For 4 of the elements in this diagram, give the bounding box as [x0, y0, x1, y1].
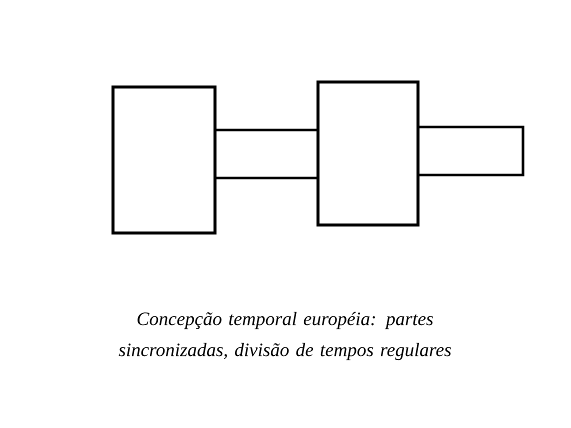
block-rectangle — [112, 86, 216, 234]
caption-text: Concepção temporal européia: partes sincronizadas, divisão de tempos regulares — [118, 312, 451, 360]
block-rectangle — [316, 80, 420, 226]
bar-rectangle — [416, 126, 524, 176]
